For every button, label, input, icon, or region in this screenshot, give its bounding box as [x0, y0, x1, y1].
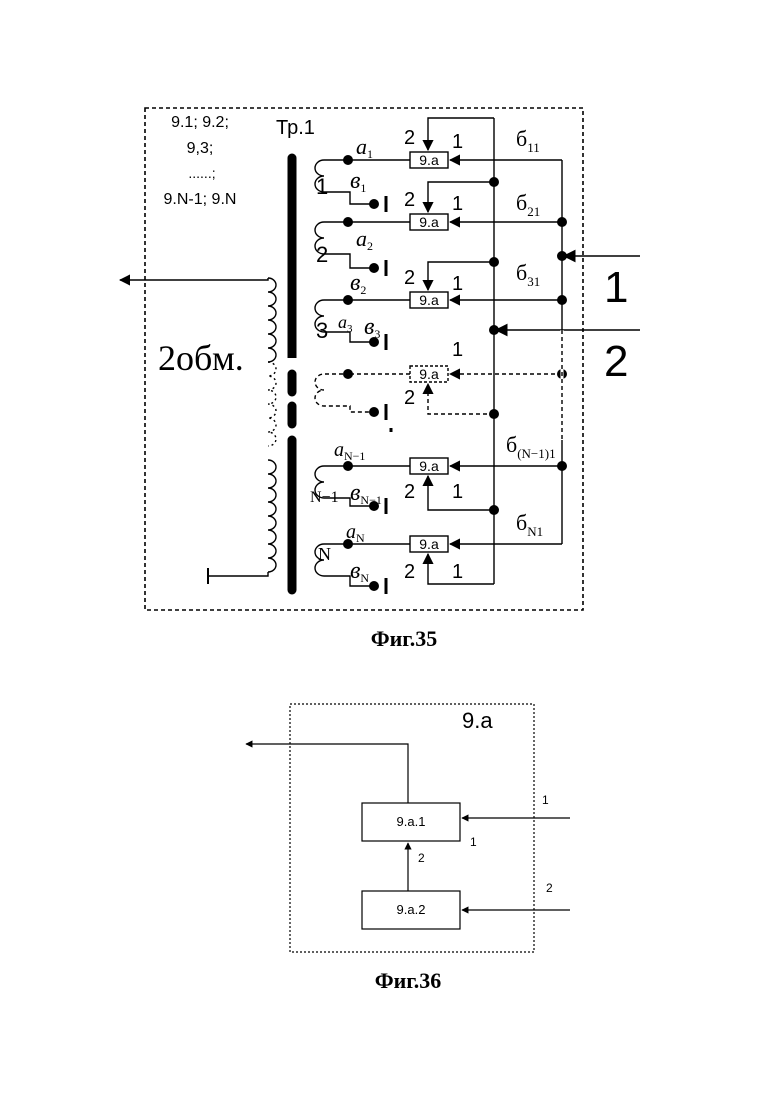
- port2-num-n-1: 2: [404, 481, 415, 503]
- port2-num-2: 2: [404, 189, 415, 211]
- block-9a2-label: 9.a.2: [397, 902, 426, 917]
- port1-num-n-1: 1: [452, 481, 463, 503]
- port1-num-2: 1: [452, 193, 463, 215]
- coil-number-1: 1: [316, 174, 328, 199]
- fig35: 9.1; 9.2; 9,3; ......; 9.N-1; 9.N Тр.1 2…: [120, 108, 640, 651]
- port2-num-1: 2: [404, 127, 415, 149]
- secondary-output-wire: [120, 278, 268, 280]
- block-9a1-label: 9.a.1: [397, 814, 426, 829]
- tap-a-1: a1: [356, 134, 373, 161]
- line-label-n1: бN1: [516, 510, 543, 539]
- port1-num-n: 1: [452, 561, 463, 583]
- line-label-31: б31: [516, 260, 540, 289]
- blocks-9a: [410, 152, 448, 552]
- port2-wire-dashed: [428, 384, 494, 414]
- line-label-21: б21: [516, 190, 540, 219]
- fig36: 9.a 9.a.1 9.a.2 1 1 2 2 Фиг.36: [246, 704, 570, 993]
- fig36-input2-label: 2: [546, 881, 553, 895]
- secondary-ground-wire: [208, 572, 268, 576]
- group-label-line-3: ......;: [188, 165, 215, 181]
- input-2-label: 2: [604, 337, 628, 386]
- tap-b-n-1: вN−1: [350, 480, 382, 507]
- coil-number-n-1: N−1: [310, 489, 339, 506]
- tap-b-1: в1: [350, 168, 366, 195]
- secondary-winding-dashed: [268, 362, 276, 446]
- coil-number-2: 2: [316, 242, 328, 267]
- fig36-port2-label: 2: [418, 851, 425, 865]
- coil-number-n: N: [318, 544, 331, 564]
- block-label-n: 9.a: [419, 536, 439, 552]
- line-label-n-1-1: б(N−1)1: [506, 432, 556, 461]
- transformer-label: Тр.1: [276, 117, 315, 139]
- tap-b-2: в2: [350, 270, 366, 297]
- coil-dashed: [315, 374, 376, 412]
- port2-num-dashed: 2: [404, 387, 415, 409]
- block-label-2: 9.a: [419, 214, 439, 230]
- group-label-line-1: 9.1; 9.2;: [171, 114, 229, 131]
- block-label-n-1: 9.a: [419, 458, 439, 474]
- secondary-label: 2обм.: [158, 338, 244, 378]
- secondary-winding-lower: [268, 460, 276, 572]
- fig35-caption: Фиг.35: [371, 626, 438, 651]
- port1-num-3: 1: [452, 273, 463, 295]
- input-1-label: 1: [604, 263, 628, 312]
- bus-junctions: [489, 177, 567, 515]
- tap-a-n-1: aN−1: [334, 439, 365, 463]
- tap-a-n: aN: [346, 521, 365, 545]
- fig36-title: 9.a: [462, 708, 493, 733]
- secondary-winding: [268, 278, 276, 362]
- port2-num-3: 2: [404, 267, 415, 289]
- fig36-output-wire: [246, 744, 408, 803]
- block-label-3: 9.a: [419, 292, 439, 308]
- tap-b-n: вN: [350, 558, 369, 585]
- port2-num-n: 2: [404, 561, 415, 583]
- block-label-dashed: 9.a: [419, 366, 439, 382]
- line-label-11: б11: [516, 126, 540, 155]
- port1-num-1: 1: [452, 131, 463, 153]
- fig36-input1-label: 1: [542, 793, 549, 807]
- coil-number-3: 3: [316, 318, 328, 343]
- fig36-port1-label: 1: [470, 835, 477, 849]
- group-label-line-2: 9,3;: [187, 140, 214, 157]
- group-label-line-4: 9.N-1; 9.N: [164, 191, 237, 208]
- tap-b-3: в3: [364, 314, 380, 341]
- fig36-caption: Фиг.36: [375, 968, 442, 993]
- tap-a-3: a3: [338, 312, 353, 335]
- tap-a-2: a2: [356, 226, 373, 253]
- block-label-1: 9.a: [419, 152, 439, 168]
- port1-num-dashed: 1: [452, 339, 463, 361]
